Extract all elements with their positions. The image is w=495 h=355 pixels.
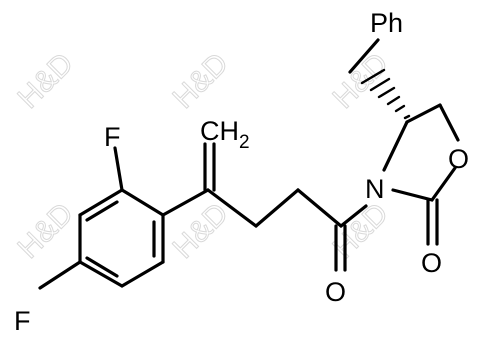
fluorine-ortho-label: F: [104, 122, 121, 152]
bond-c2-n: [391, 188, 434, 202]
watermark-text: H&D: [12, 197, 80, 265]
bond-o-c2: [430, 166, 457, 202]
phenyl-label: Ph: [370, 8, 403, 38]
hashed-stereo-bond: [360, 68, 411, 120]
nitrogen-label: N: [365, 174, 385, 204]
bond-ch2-ph: [348, 38, 380, 74]
watermark-text: H&D: [12, 47, 80, 115]
bond-c-n: [339, 204, 368, 228]
oxygen-amide-label: O: [325, 277, 346, 307]
oxygen-ring-carbonyl-label: O: [421, 248, 442, 278]
fluorine-para-label: F: [14, 306, 31, 336]
watermark-text: H&D: [167, 47, 235, 115]
bond: [120, 260, 165, 288]
bond-double-inner: [85, 256, 119, 278]
bond-chain-1: [206, 188, 258, 228]
bond: [120, 188, 165, 217]
difluorophenyl-ring: [78, 188, 165, 288]
bond-c-f-ortho: [113, 146, 124, 192]
methylene-label: CH2: [200, 116, 250, 153]
bond-c4-c5: [405, 103, 442, 124]
bond-n-c4: [382, 120, 409, 172]
bond-c-f-para: [38, 260, 82, 290]
bond-double-inner: [85, 200, 119, 222]
bond-chain-2: [254, 188, 300, 228]
bond-aryl-vinyl: [161, 188, 210, 217]
bond: [78, 260, 124, 288]
bond: [78, 188, 124, 217]
bond-chain-3: [296, 188, 343, 228]
oxygen-ring-label: O: [448, 144, 469, 174]
bond-c5-o: [438, 103, 460, 142]
